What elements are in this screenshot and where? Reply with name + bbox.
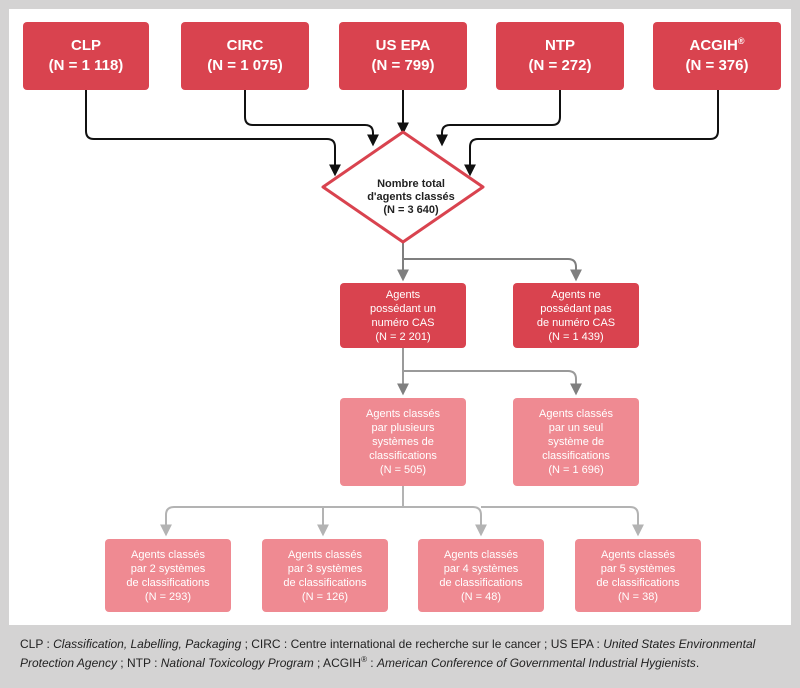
four-systems-line-3: de classifications <box>439 576 523 589</box>
legend-caption: CLP : Classification, Labelling, Packagi… <box>20 636 790 671</box>
agents-without-cas: Agents ne possédant pas de numéro CAS (N… <box>513 283 639 348</box>
caption-part: : <box>366 656 377 670</box>
total-agents-label: Nombre total d'agents classés (N = 3 640… <box>359 175 463 219</box>
agents-2-systems: Agents classés par 2 systèmes de classif… <box>105 539 231 612</box>
arrow-ntp-to-total <box>436 90 561 147</box>
three-systems-line-1: Agents classés <box>288 548 362 561</box>
caption-italic: United States Environmental Protection A… <box>20 637 756 670</box>
source-us-epa-count: (N = 799) <box>371 57 435 74</box>
multiple-systems-line-4: classifications <box>369 450 437 462</box>
source-circ-count: (N = 1 075) <box>207 57 283 74</box>
agents-without-cas-line-3: de numéro CAS <box>536 316 616 329</box>
caption-part: . <box>695 656 700 670</box>
caption-part: ; ACGIH <box>313 656 362 670</box>
single-system-line-2: par un seul <box>548 422 604 434</box>
agents-with-cas-line-1: Agents <box>385 288 421 301</box>
two-systems-line-1: Agents classés <box>131 548 205 561</box>
agents-with-cas: Agents possédant un numéro CAS (N = 2 20… <box>340 283 466 348</box>
arrow-acgih-to-total <box>464 90 719 177</box>
multiple-systems-line-1: Agents classés <box>366 408 440 420</box>
agents-3-systems: Agents classés par 3 systèmes de classif… <box>262 539 388 612</box>
caption-italic: American Conference of Governmental Indu… <box>376 656 696 670</box>
flowchart-panel: CLP (N = 1 118) CIRC (N = 1 075) US EPA … <box>9 9 791 625</box>
source-ntp-name: NTP <box>545 37 575 54</box>
total-agents-diamond <box>321 130 485 244</box>
five-systems-line-1: Agents classés <box>601 548 675 561</box>
arrow-circ-to-total <box>244 90 379 147</box>
agents-4-systems: Agents classés par 4 systèmes de classif… <box>418 539 544 612</box>
agents-single-system: Agents classés par un seul système de cl… <box>513 398 639 486</box>
agents-with-cas-count: (N = 2 201) <box>375 330 431 343</box>
source-acgih-label: ACGIH® <box>690 36 745 56</box>
connector-lines <box>85 90 719 537</box>
single-system-count: (N = 1 696) <box>548 464 604 476</box>
five-systems-count: (N = 38) <box>617 590 659 603</box>
source-acgih-registered-mark: ® <box>737 36 745 46</box>
source-ntp: NTP (N = 272) <box>496 22 624 90</box>
total-count: (N = 3 640) <box>383 203 439 216</box>
source-acgih-count: (N = 376) <box>685 57 749 74</box>
source-ntp-count: (N = 272) <box>528 57 592 74</box>
agents-multiple-systems: Agents classés par plusieurs systèmes de… <box>340 398 466 486</box>
single-system-line-3: système de <box>547 436 605 448</box>
source-us-epa-name: US EPA <box>375 37 431 54</box>
five-systems-line-2: par 5 systèmes <box>600 562 676 575</box>
source-circ-name: CIRC <box>226 37 264 54</box>
arrow-to-2-systems <box>160 506 403 537</box>
source-acgih-name: ACGIH <box>689 37 738 54</box>
source-clp: CLP (N = 1 118) <box>23 22 149 90</box>
source-clp-count: (N = 1 118) <box>48 57 124 74</box>
multiple-systems-line-3: systèmes de <box>372 436 434 448</box>
agents-without-cas-line-1: Agents ne <box>551 288 601 301</box>
arrow-cas-to-single <box>403 370 582 396</box>
agents-without-cas-count: (N = 1 439) <box>548 330 604 343</box>
caption-italic: Classification, Labelling, Packaging <box>53 637 242 651</box>
four-systems-line-2: par 4 systèmes <box>443 562 519 575</box>
arrow-to-4-systems <box>403 506 487 537</box>
caption-part: CLP : <box>20 637 54 651</box>
three-systems-count: (N = 126) <box>301 590 349 603</box>
agents-with-cas-line-3: numéro CAS <box>371 316 435 329</box>
single-system-line-1: Agents classés <box>539 408 613 420</box>
multiple-systems-line-2: par plusieurs <box>371 422 435 434</box>
multiple-systems-count: (N = 505) <box>379 464 427 476</box>
caption-part: ; NTP : <box>116 656 161 670</box>
caption-registered-mark: ® <box>361 655 367 664</box>
source-us-epa: US EPA (N = 799) <box>339 22 467 90</box>
caption-part: ; CIRC : Centre international de recherc… <box>241 637 604 651</box>
total-line-1: Nombre total <box>377 177 445 190</box>
agents-without-cas-line-2: possédant pas <box>540 302 612 315</box>
five-systems-line-3: de classifications <box>596 576 680 589</box>
arrow-to-5-systems <box>481 506 644 537</box>
total-line-2: d'agents classés <box>367 190 455 203</box>
two-systems-line-3: de classifications <box>126 576 210 589</box>
caption-italic: National Toxicology Program <box>160 656 314 670</box>
source-circ: CIRC (N = 1 075) <box>181 22 309 90</box>
source-clp-name: CLP <box>71 37 101 54</box>
three-systems-line-2: par 3 systèmes <box>287 562 363 575</box>
agents-with-cas-line-2: possédant un <box>369 302 437 315</box>
two-systems-line-2: par 2 systèmes <box>130 562 206 575</box>
two-systems-count: (N = 293) <box>144 590 192 603</box>
three-systems-line-3: de classifications <box>283 576 367 589</box>
arrow-total-to-no-cas <box>403 258 582 282</box>
four-systems-line-1: Agents classés <box>444 548 518 561</box>
four-systems-count: (N = 48) <box>460 590 502 603</box>
source-acgih: ACGIH® (N = 376) <box>653 22 781 90</box>
agents-5-systems: Agents classés par 5 systèmes de classif… <box>575 539 701 612</box>
single-system-line-4: classifications <box>542 450 610 462</box>
arrow-clp-to-total <box>85 90 341 177</box>
